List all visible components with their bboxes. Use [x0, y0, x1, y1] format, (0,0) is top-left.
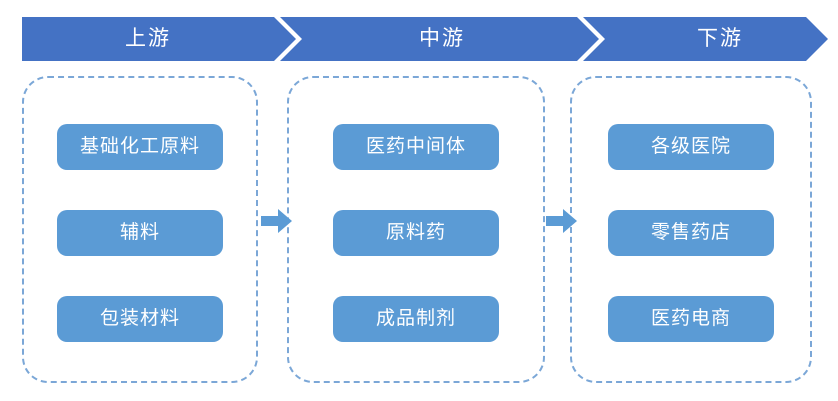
- arrow-right-icon: [261, 209, 292, 233]
- stage-item-pill[interactable]: 包装材料: [57, 296, 223, 342]
- stage-item-pill[interactable]: 成品制剂: [333, 296, 499, 342]
- stage-item-pill[interactable]: 医药电商: [608, 296, 774, 342]
- stage-banner-shape: [22, 17, 828, 61]
- connector-arrow-midstream-to-downstream: [546, 208, 578, 234]
- stage-item-pill[interactable]: 零售药店: [608, 210, 774, 256]
- connector-arrow-upstream-to-midstream: [261, 208, 293, 234]
- arrow-right-icon: [546, 209, 577, 233]
- stage-column-downstream: 各级医院 零售药店 医药电商: [570, 76, 812, 383]
- stage-column-midstream: 医药中间体 原料药 成品制剂: [287, 76, 545, 383]
- stage-item-pill[interactable]: 辅料: [57, 210, 223, 256]
- stage-item-pill[interactable]: 各级医院: [608, 124, 774, 170]
- stage-item-pill[interactable]: 基础化工原料: [57, 124, 223, 170]
- stage-banner: 上游 中游 下游: [22, 17, 828, 61]
- stage-item-pill[interactable]: 原料药: [333, 210, 499, 256]
- stage-column-upstream: 基础化工原料 辅料 包装材料: [22, 76, 258, 383]
- stage-item-pill[interactable]: 医药中间体: [333, 124, 499, 170]
